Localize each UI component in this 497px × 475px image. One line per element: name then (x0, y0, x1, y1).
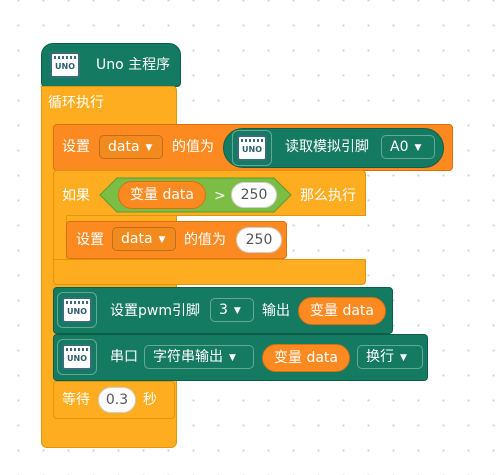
set-suffix: 的值为 (172, 139, 214, 155)
wait-seconds-input[interactable]: 0.3 (98, 387, 136, 413)
set-prefix: 设置 (62, 139, 90, 155)
chevron-down-icon: ▼ (229, 353, 236, 363)
if-block-footer (53, 259, 366, 285)
chevron-down-icon: ▼ (233, 306, 241, 316)
chevron-down-icon: ▼ (145, 143, 153, 153)
wait-prefix: 等待 (62, 392, 90, 408)
line-ending-dropdown[interactable]: 换行▼ (357, 345, 423, 369)
uno-board-icon: UNO (62, 297, 92, 323)
pwm-mid: 输出 (262, 303, 290, 319)
serial-prefix: 串口 (110, 349, 138, 365)
chevron-down-icon: ▼ (414, 143, 422, 153)
uno-main-hat-block[interactable]: UNO Uno 主程序 (41, 43, 181, 87)
inner-variable-dropdown[interactable]: data▼ (112, 227, 176, 251)
inner-set-prefix: 设置 (76, 232, 104, 248)
serial-mode-dropdown[interactable]: 字符串输出▼ (144, 345, 254, 369)
variable-reporter[interactable]: 变量 data (118, 181, 206, 209)
loop-label: 循环执行 (48, 95, 104, 111)
chevron-down-icon: ▼ (158, 235, 166, 245)
pwm-prefix: 设置pwm引脚 (110, 303, 200, 319)
uno-board-icon: UNO (237, 135, 267, 161)
pwm-variable-reporter[interactable]: 变量 data (298, 297, 386, 325)
compare-value-input[interactable]: 250 (231, 182, 277, 208)
pwm-pin-dropdown[interactable]: 3▼ (210, 298, 254, 322)
operator-greater: > (214, 188, 226, 204)
chevron-down-icon: ▼ (400, 353, 407, 363)
analog-read-label: 读取模拟引脚 (285, 139, 369, 155)
if-block-arm (53, 215, 67, 263)
uno-board-icon: UNO (62, 344, 92, 370)
inner-set-suffix: 的值为 (184, 232, 226, 248)
inner-value-input[interactable]: 250 (236, 227, 282, 253)
uno-board-icon: UNO (50, 52, 80, 78)
analog-pin-dropdown[interactable]: A0▼ (381, 135, 435, 159)
serial-variable-reporter[interactable]: 变量 data (262, 344, 350, 372)
if-suffix: 那么执行 (300, 188, 356, 204)
variable-dropdown[interactable]: data▼ (99, 135, 163, 159)
hat-title: Uno 主程序 (96, 57, 171, 73)
wait-unit: 秒 (143, 392, 157, 408)
if-prefix: 如果 (62, 188, 90, 204)
